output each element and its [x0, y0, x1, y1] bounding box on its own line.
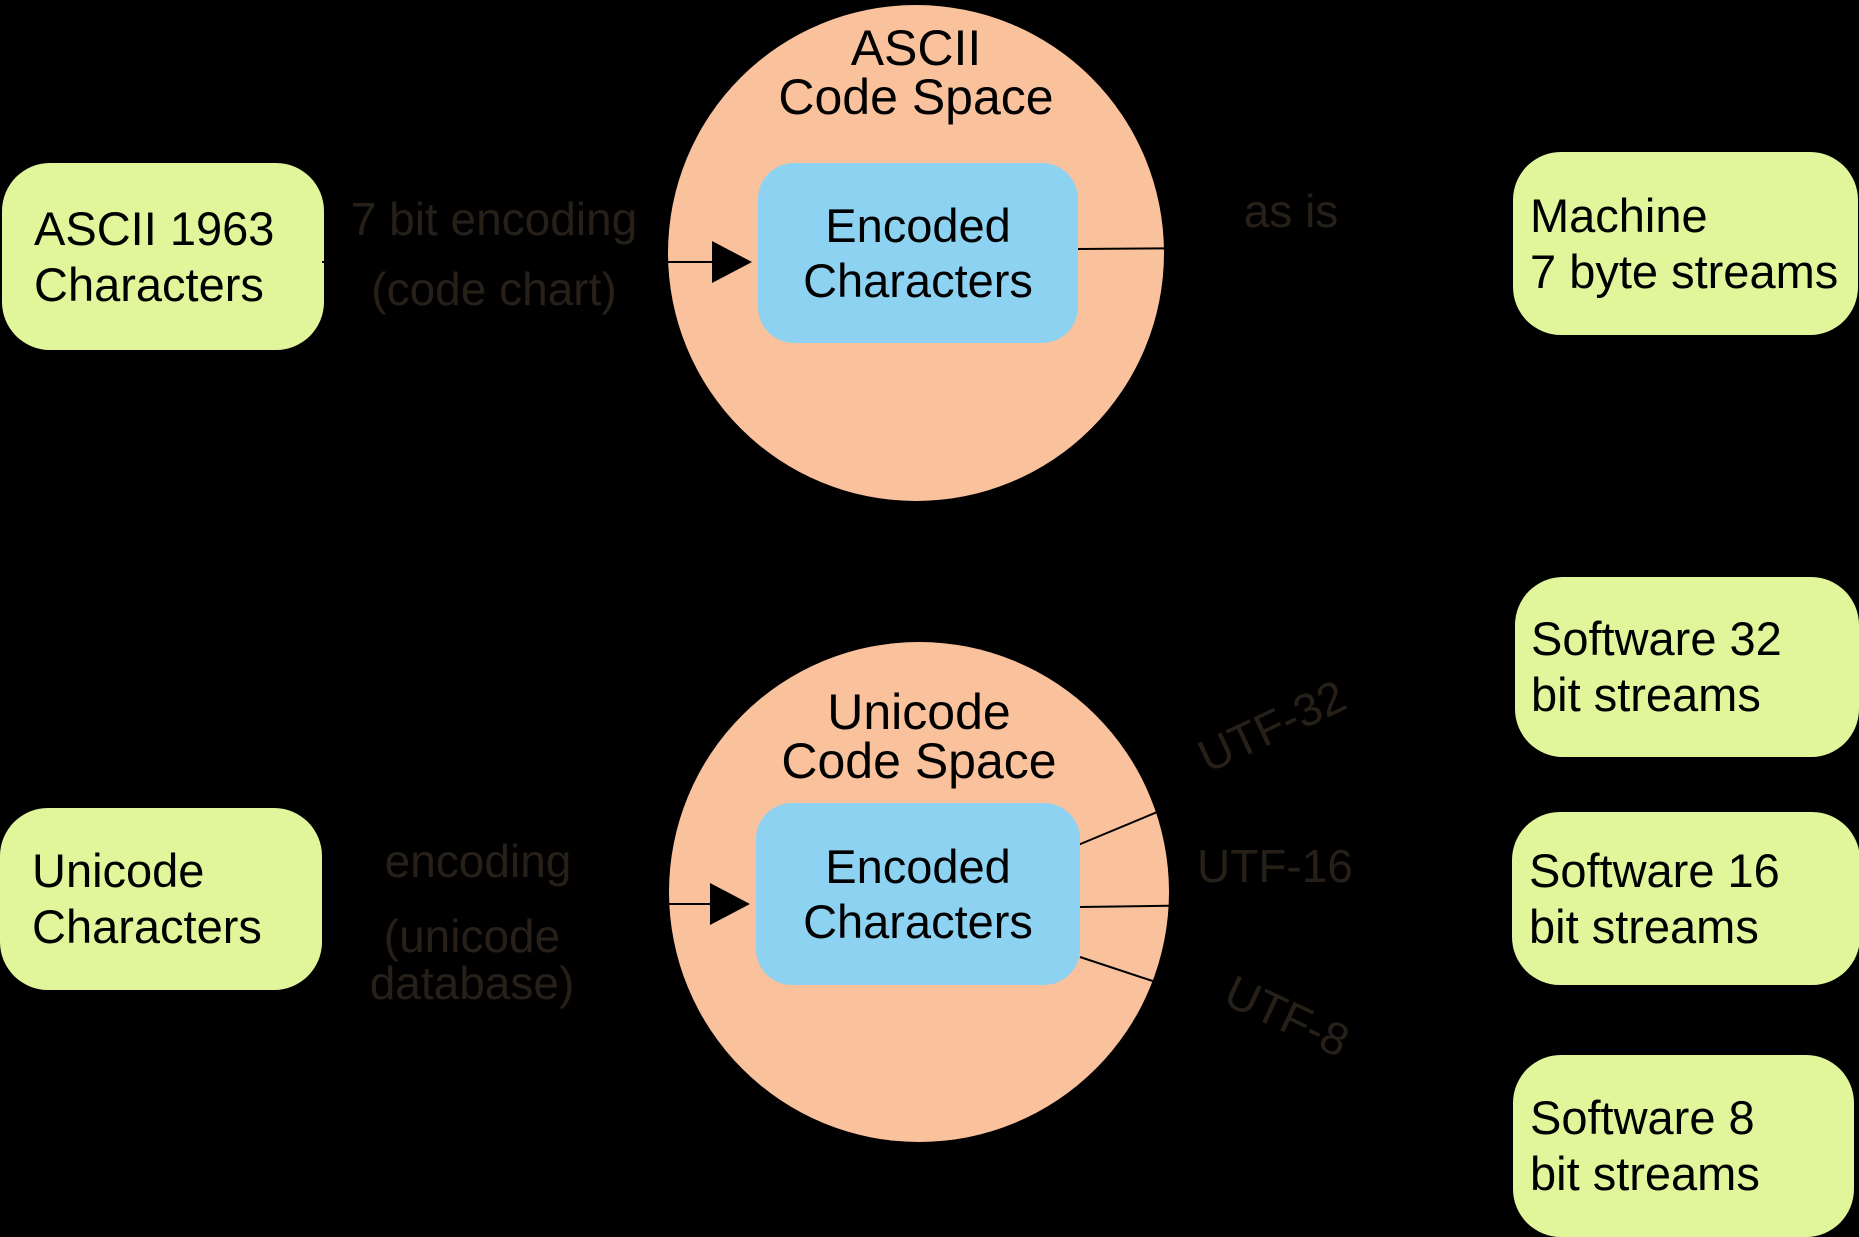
- machine-target-box: Machine 7 byte streams: [1513, 152, 1858, 335]
- ascii-code-space-title: ASCII Code Space: [778, 20, 1054, 125]
- unicode-encoding-sublabel: (unicode database): [369, 910, 575, 1009]
- unicode-source-box: Unicode Characters: [0, 808, 322, 990]
- software-8-target-box: Software 8 bit streams: [1513, 1055, 1854, 1237]
- arrow-unicode-encoded-to-software32: [1077, 666, 1507, 846]
- unicode-encoded-characters-box: Encoded Characters: [756, 803, 1080, 985]
- arrow-ascii-encoded-to-machine: [1077, 235, 1507, 258]
- ascii-source-box: ASCII 1963 Characters: [2, 163, 324, 350]
- ascii-encoded-characters-box: Encoded Characters: [758, 163, 1078, 343]
- utf16-label: UTF-16: [1197, 840, 1353, 892]
- software-32-target-box: Software 32 bit streams: [1515, 577, 1859, 757]
- software-16-target-box: Software 16 bit streams: [1512, 812, 1859, 985]
- arrow-unicode-encoded-to-software16: [1079, 890, 1507, 913]
- ascii-encoding-sublabel: (code chart): [371, 263, 617, 315]
- arrow-unicode-encoded-to-software8: [1079, 956, 1507, 1101]
- unicode-encoding-label: encoding: [384, 835, 572, 887]
- ascii-output-label: as is: [1243, 185, 1339, 237]
- unicode-code-space-title: Unicode Code Space: [781, 684, 1057, 789]
- ascii-encoding-label: 7 bit encoding: [350, 193, 638, 245]
